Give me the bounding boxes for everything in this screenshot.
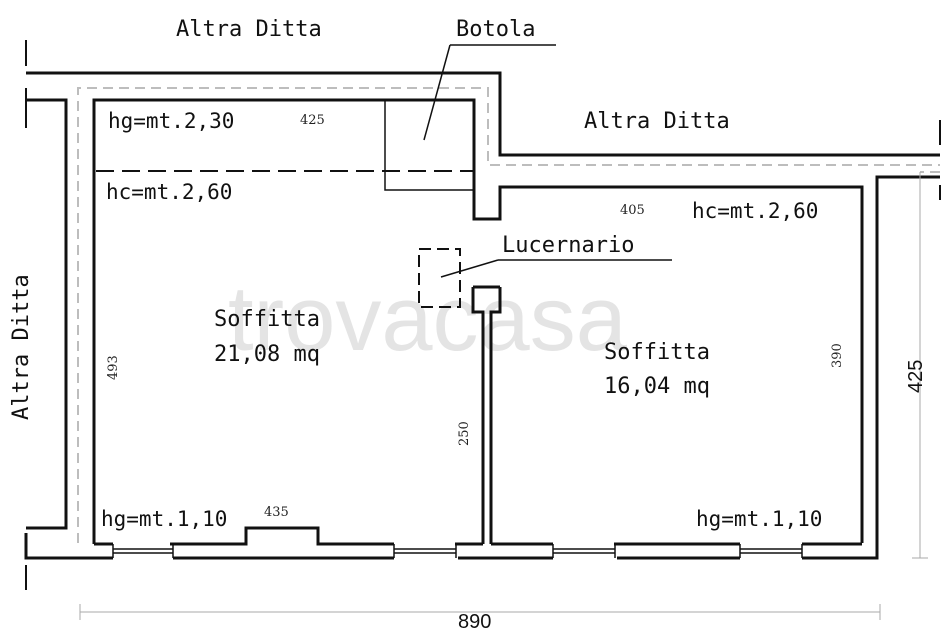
dim-overall-width: 890 bbox=[458, 611, 491, 633]
room2-area: 16,04 mq bbox=[604, 374, 710, 399]
wall-left-outer bbox=[26, 98, 68, 530]
edge-ticks bbox=[25, 40, 941, 590]
wall-room1-inner bbox=[92, 98, 864, 544]
dim-room2-depth: 390 bbox=[830, 343, 845, 368]
neighbor-right-label: Altra Ditta bbox=[584, 109, 730, 134]
skylight-label: Lucernario bbox=[502, 233, 634, 258]
room1-height-bottom: hg=mt.1,10 bbox=[101, 507, 227, 531]
hatch-label: Botola bbox=[456, 17, 535, 42]
outer-dashed-outline bbox=[77, 87, 940, 543]
partition-wall-right bbox=[489, 287, 502, 544]
dim-room1-depth: 493 bbox=[106, 355, 121, 380]
room1-height-mid: hc=mt.2,60 bbox=[106, 180, 232, 204]
dim-room1-width-top: 425 bbox=[300, 113, 325, 128]
window-1 bbox=[112, 544, 174, 558]
room2-height-bottom: hg=mt.1,10 bbox=[696, 507, 822, 531]
hatch-leader bbox=[423, 44, 451, 141]
room1-area: 21,08 mq bbox=[214, 342, 320, 367]
wall-right-outer bbox=[802, 175, 940, 560]
skylight-symbol bbox=[418, 248, 672, 308]
wall-top-outer bbox=[26, 71, 940, 157]
skylight-leader bbox=[440, 259, 499, 278]
dim-overall-height: 425 bbox=[905, 360, 927, 393]
walls bbox=[24, 71, 940, 560]
room1-height-top: hg=mt.2,30 bbox=[108, 109, 234, 133]
watermark: trovacasa bbox=[228, 268, 628, 370]
room1-name: Soffitta bbox=[214, 307, 320, 332]
room2-height-top: hc=mt.2,60 bbox=[692, 199, 818, 223]
window-3 bbox=[552, 544, 616, 558]
window-2 bbox=[393, 544, 457, 558]
neighbor-top-label: Altra Ditta bbox=[176, 17, 322, 42]
dimension-lines bbox=[79, 172, 928, 620]
dim-partition: 250 bbox=[457, 421, 472, 446]
neighbor-left-label: Altra Ditta bbox=[9, 274, 34, 420]
windows bbox=[112, 544, 803, 558]
partition-wall bbox=[471, 287, 485, 544]
room2-name: Soffitta bbox=[604, 340, 710, 365]
dim-room1-width-bottom: 435 bbox=[264, 505, 289, 520]
window-4 bbox=[739, 544, 803, 558]
hatch-symbol bbox=[384, 44, 556, 191]
dim-room2-width: 405 bbox=[620, 203, 645, 218]
wall-bottom-outer bbox=[24, 533, 113, 560]
